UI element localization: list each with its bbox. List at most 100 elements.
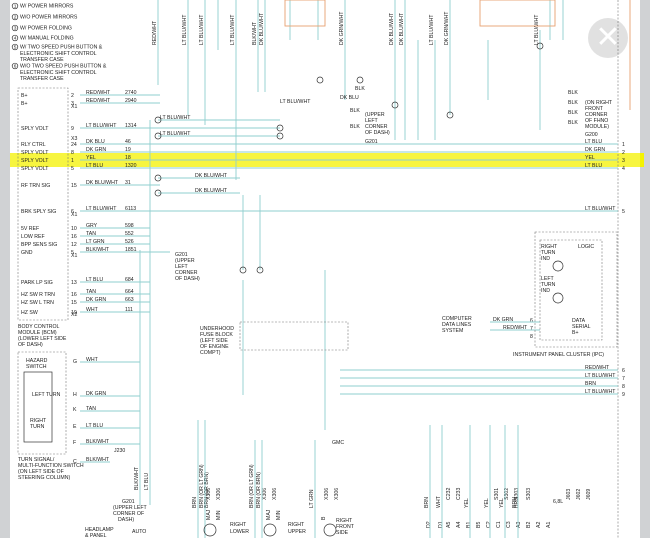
mid-wire-label: BLK [568, 110, 578, 116]
bcm-pin-label: BRK SPLY SIG [21, 209, 56, 215]
gmc-label: GMC [332, 440, 344, 446]
ipc-left-turn-3: IND [541, 288, 550, 294]
right-wire-color: LT BLU/WHT [585, 373, 616, 379]
rf-corner-1: (ON RIGHT [585, 100, 613, 106]
g201-label-1: G201 [175, 252, 188, 258]
bottom-pin-label: D2 [426, 521, 432, 528]
bottom-wire-label: BRN (OR BRN) [204, 472, 210, 508]
turn-signal-switch-box [17, 351, 67, 455]
circuit-ref: C233 [456, 487, 462, 500]
top-connector-box-2 [479, 0, 556, 27]
bottom-pin-label: B5 [476, 522, 482, 528]
bcm-pin-number: 15 [71, 183, 77, 189]
bcm-wire-color: RED/WHT [86, 90, 111, 96]
bcm-circuit-number: 6113 [125, 206, 136, 212]
wire-label: TAN [86, 406, 96, 412]
hazard-pin-g: G [73, 359, 77, 365]
circuit-ref: J603 [566, 489, 572, 500]
bcm-wire-color: RED/WHT [86, 98, 111, 104]
g201-bottom-3: CORNER OF [113, 511, 144, 517]
blk-3: BLK [350, 108, 360, 114]
blk-1: BLK [568, 100, 578, 106]
top-wire-label: DK GRN/WHT [444, 11, 450, 45]
bcm-circuit-number: 552 [125, 231, 134, 237]
g201-label-4: CORNER [175, 270, 198, 276]
connector-label: X1 [71, 253, 77, 259]
right-wire-color: YEL [585, 155, 595, 161]
bcm-wire-color: BLK/WHT [86, 247, 110, 253]
circuit-ref: X306 [272, 488, 278, 500]
circuit-ref: J609 [586, 489, 592, 500]
bcm-wire-color: DK GRN [86, 297, 106, 303]
ipc-label: INSTRUMENT PANEL CLUSTER (IPC) [513, 352, 604, 358]
hazard-pin-e: E [73, 424, 77, 430]
g201-bottom-2: (UPPER LEFT [113, 505, 148, 511]
hazard-pins: G WHT H DK GRN K TAN E LT BLU F BLK/WHT … [73, 357, 140, 465]
bottom-pin-label: A1 [546, 522, 552, 528]
circuit-ref: J602 [576, 489, 582, 500]
bcm-label-2: MODULE (BCM) [18, 330, 57, 336]
bcm-label-3: (LOWER LEFT SIDE [18, 336, 67, 342]
g201-top: G201 [365, 139, 378, 145]
bcm-wire-color: GRY [86, 223, 98, 229]
bcm-label-1: BODY CONTROL [18, 324, 60, 330]
bottom-pin-label: B2 [526, 522, 532, 528]
legend-item: W/ POWER MIRRORS [20, 4, 74, 10]
mid-wire-label: LT BLU/WHT [160, 115, 191, 121]
bcm-pin-label: SPLY VOLT [21, 150, 49, 156]
viewer-right-edge [640, 0, 650, 538]
bcm-circuit-number: 18 [125, 155, 131, 161]
ipc-logic-label: LOGIC [578, 244, 594, 250]
top-wire-label: LT BLU/WHT [230, 14, 236, 45]
hazard-pin-f: F [73, 440, 76, 446]
ipc-serial: SERIAL [572, 324, 591, 330]
rfs-3: SIDE [336, 530, 349, 536]
bottom-pin-label: A5 [446, 522, 452, 528]
legend-item: W/ MANUAL FOLDING [20, 36, 74, 42]
ipc-box [534, 231, 618, 348]
bcm-pin-number: 19 [71, 310, 77, 316]
cdl-3: SYSTEM [442, 328, 463, 334]
bcm-pin-number: 5 [71, 166, 74, 172]
right-wire-color: DK GRN [585, 147, 605, 153]
bcm-pin-number: 8 [71, 150, 74, 156]
ipc-pin: 8 [530, 334, 533, 340]
top-wire-label: LT BLU/WHT [534, 14, 540, 45]
bottom-wire-label: YEL [484, 498, 490, 508]
right-pin-number: 2 [622, 150, 625, 156]
legend-item: ELECTRONIC SHIFT CONTROL [20, 70, 97, 76]
bottom-pin-label: A3 [516, 522, 522, 528]
bottom-wire-label: BRN (OR BRN) [256, 472, 262, 508]
g201-bottom-1: G201 [122, 499, 135, 505]
ufb-label-5: COMPT) [200, 350, 221, 356]
legend-item: W/ TWO SPEED PUSH BUTTON & [20, 45, 103, 51]
bottom-pin-label: MAJ [266, 509, 272, 520]
bottom-wire-label: BRN [512, 497, 518, 508]
hazard-pin-c: C [73, 459, 77, 465]
blk-4: BLK [350, 124, 360, 130]
legend-num-6: 6 [14, 64, 17, 70]
mid-wire-label: LT BLU/WHT [280, 99, 311, 105]
top-connector-box-1 [284, 0, 326, 27]
bcm-pin-number: 3 [71, 101, 74, 107]
bottom-pin-label: C1 [496, 521, 502, 528]
bcm-pin-label: RF TRN SIG [21, 183, 50, 189]
top-wire-label: DK BLU/WHT [399, 12, 405, 45]
bcm-wire-color: DK BLU [86, 139, 105, 145]
bcm-pin-label: B+ [21, 101, 28, 107]
ts-label-3: (ON LEFT SIDE OF [18, 469, 64, 475]
underhood-fuse-block [239, 321, 349, 351]
bottom-pin-label: A4 [456, 522, 462, 528]
bcm-circuit-number: 1851 [125, 247, 137, 253]
bottom-wire-label: YEL [464, 498, 470, 508]
right-wire-color: RED/WHT [585, 365, 610, 371]
close-button[interactable]: ✕ [588, 18, 628, 58]
bottom-wire-label: BRN [424, 497, 430, 508]
right-pin-number: 8 [622, 384, 625, 390]
mid-wire-label: DK BLU/WHT [195, 173, 228, 179]
wire-label: LT BLU [86, 423, 103, 429]
bottom-wire-label: BRN [192, 497, 198, 508]
left-turn-label: LEFT TURN [32, 392, 61, 398]
bcm-circuit-number: 1320 [125, 163, 137, 169]
bottom-pin-label: MIN [216, 510, 222, 520]
